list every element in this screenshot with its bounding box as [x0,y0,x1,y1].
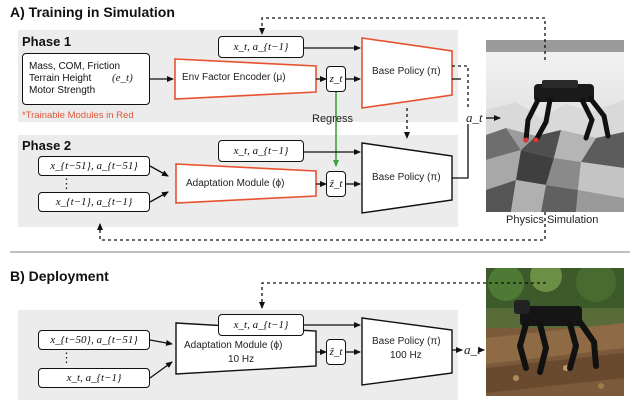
phase1-base-policy-shape [361,37,453,109]
phase2-input-label: x_t, a_{t−1} [233,145,289,157]
phase2-history-bottom: x_{t−1}, a_{t−1} [55,196,133,208]
phase1-title: Phase 1 [22,34,72,49]
env-factor-encoder-shape [174,58,317,100]
phase2-title: Phase 2 [22,138,72,153]
env-factor-line-2: Terrain Height [29,73,92,84]
deploy-z-hat-label: ẑ_t [329,346,343,358]
env-factor-line-3: Motor Strength [29,85,96,96]
env-factors-box: Mass, COM, Friction Terrain Height Motor… [22,53,150,105]
deploy-input-box: x_t, a_{t−1} [218,314,304,336]
deployment-section-title: B) Deployment [10,268,109,284]
regress-label: Regress [312,113,353,125]
phase2-base-policy-shape [361,142,453,214]
z-box: z_t [326,66,346,92]
deploy-history-top-box: x_{t−50}, a_{t−51} [38,330,150,350]
deploy-policy-rate: 100 Hz [390,350,422,361]
deploy-history-dots: ⋮ [60,350,73,365]
training-section-title: A) Training in Simulation [10,4,175,20]
env-factor-encoder-label: Env Factor Encoder (μ) [182,72,286,83]
adaptation-module-label: Adaptation Module (ϕ) [186,178,285,189]
deploy-history-bottom-box: x_t, a_{t−1} [38,368,150,388]
phase1-input-box: x_t, a_{t−1} [218,36,304,58]
phase2-history-dots: ⋮ [60,176,73,191]
deploy-base-policy-shape [361,317,453,386]
deploy-input-label: x_t, a_{t−1} [233,319,289,331]
adaptation-module-shape [175,163,317,204]
phase2-history-top: x_{t−51}, a_{t−51} [50,160,138,172]
phase2-base-policy-label: Base Policy (π) [372,172,441,183]
env-factors-symbol: (e_t) [112,72,133,84]
phase1-input-label: x_t, a_{t−1} [233,41,289,53]
deploy-history-bottom: x_t, a_{t−1} [66,372,122,384]
deploy-action-label: a_t [464,342,481,357]
action-label: a_t [466,110,483,125]
z-hat-box: ẑ_t [326,171,346,197]
z-hat-label: ẑ_t [329,178,343,190]
deploy-adaptation-rate: 10 Hz [228,354,255,365]
deploy-history-top: x_{t−50}, a_{t−51} [50,334,138,346]
physics-simulation-caption: Physics Simulation [506,214,599,226]
deploy-z-hat-box: ẑ_t [326,339,346,365]
deploy-base-policy-label: Base Policy (π) [372,336,441,347]
phase2-input-box: x_t, a_{t−1} [218,140,304,162]
trainable-note: *Trainable Modules in Red [22,110,134,121]
deployment-photo [486,268,624,396]
z-label: z_t [329,73,343,85]
phase1-base-policy-label: Base Policy (π) [372,66,441,77]
env-factor-line-1: Mass, COM, Friction [29,61,121,72]
physics-simulation-image [486,40,624,212]
phase2-history-bottom-box: x_{t−1}, a_{t−1} [38,192,150,212]
deploy-adaptation-label: Adaptation Module (ϕ) [184,340,283,351]
phase2-history-top-box: x_{t−51}, a_{t−51} [38,156,150,176]
